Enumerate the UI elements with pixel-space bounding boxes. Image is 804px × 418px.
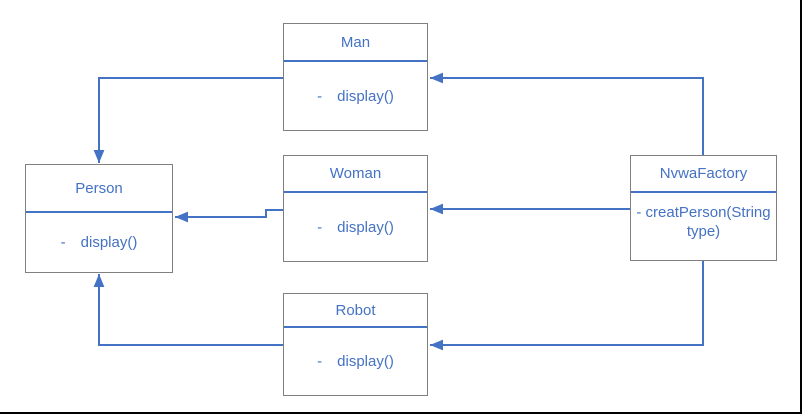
connector-woman-to-person — [175, 209, 283, 223]
class-members: - display() — [26, 213, 172, 272]
class-name: NvwaFactory — [631, 156, 776, 193]
class-box-nvwafactory: NvwaFactory - creatPerson(String type) — [630, 155, 777, 261]
connector-nvwafactory-to-robot — [430, 261, 704, 351]
member-label: display() — [337, 87, 394, 105]
visibility-marker: - — [317, 218, 323, 236]
visibility-marker: - — [636, 204, 642, 221]
class-members: - display() — [284, 328, 427, 395]
member-label: display() — [337, 353, 394, 370]
class-members: - creatPerson(String type) — [631, 193, 776, 260]
visibility-marker: - — [317, 87, 323, 105]
class-box-robot: Robot - display() — [283, 293, 428, 396]
class-members: - display() — [284, 193, 427, 261]
class-members: - display() — [284, 62, 427, 130]
class-box-man: Man - display() — [283, 23, 428, 131]
class-name: Person — [26, 165, 172, 213]
member-label: display() — [337, 218, 394, 236]
class-name: Robot — [284, 294, 427, 328]
connector-robot-to-person — [93, 274, 283, 346]
visibility-marker: - — [317, 353, 323, 370]
member-label: display() — [80, 234, 138, 251]
class-box-woman: Woman - display() — [283, 155, 428, 262]
connector-man-to-person — [93, 77, 283, 163]
member-label: creatPerson(String type) — [645, 204, 771, 240]
class-name: Woman — [284, 156, 427, 193]
visibility-marker: - — [60, 234, 66, 251]
connector-nvwafactory-to-man — [430, 72, 704, 155]
class-name: Man — [284, 24, 427, 62]
class-box-person: Person - display() — [25, 164, 173, 273]
